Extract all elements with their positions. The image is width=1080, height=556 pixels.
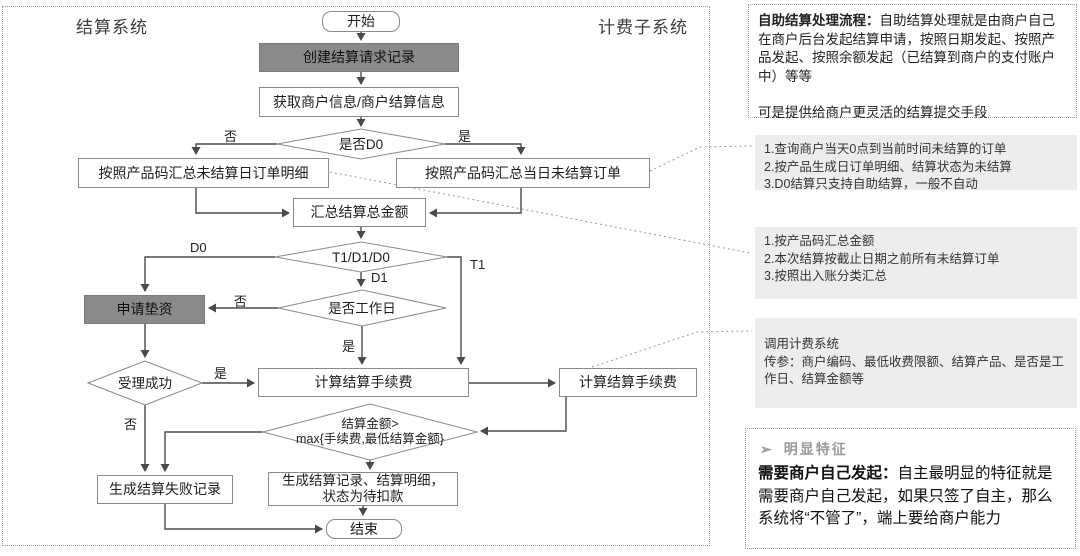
arrow-bullet-icon: ➢ <box>760 440 774 457</box>
edge-branch-d0 <box>140 256 275 292</box>
billing-note-line2: 传参：商户编码、最低收费限额、结算产品、是否是工作日、结算金额等 <box>764 354 1065 387</box>
annotation-obvious-feature: ➢ 明显特征 需要商户自己发起：自主最明显的特征就是需要商户自己发起，如果只签了… <box>745 428 1076 549</box>
node-create-settlement-request: 创建结算请求记录 <box>259 43 459 72</box>
edge-branch-t1 <box>447 256 466 365</box>
annotation-self-service-body: 自助结算处理就是由商户自己在商户后台发起结算申请，按照日期发起、按照产品发起、按… <box>758 13 1055 84</box>
edge-amount-no <box>160 431 263 472</box>
edge-isd0-no <box>191 143 277 155</box>
edge-isd0-yes <box>445 143 526 155</box>
feature-lead: 需要商户自己发起： <box>758 465 898 482</box>
edge-label-accept-yes: 是 <box>214 366 228 381</box>
annotation-d0-note: 1.查询商户当天0点到当前时间未结算的订单 2.按产品生成日订单明细、结算状态为… <box>755 135 1077 191</box>
edge-fail-end <box>164 504 323 534</box>
edge-label-workday-no: 否 <box>234 294 248 309</box>
annotation-self-service-process: 自助结算处理流程：自助结算处理就是由商户自己在商户后台发起结算申请，按照日期发起… <box>748 4 1077 120</box>
lane-label-settlement-system: 结算系统 <box>76 18 148 37</box>
feature-heading: 明显特征 <box>783 441 848 457</box>
node-calc-settlement-fee-billing-lane: 计算结算手续费 <box>559 368 697 397</box>
edge-label-accept-no: 否 <box>124 417 138 432</box>
feature-body-text: 自主最明显的特征就是需要商户自己发起，如果只签了自主，那么系统将“不管了”，端上… <box>758 465 1053 527</box>
d0-note-line1: 1.查询商户当天0点到当前时间未结算的订单 <box>764 142 1007 156</box>
lane-label-billing-subsystem: 计费子系统 <box>598 18 688 37</box>
decision-amount-check-label: 结算金额> max{手续费,最低结算金额} <box>263 417 477 447</box>
d0-note-line3: 3.D0结算只支持自助结算，一般不自动 <box>764 177 978 191</box>
amount-check-line2: max{手续费,最低结算金额} <box>296 432 444 446</box>
settlement-record-line2: 状态为待扣款 <box>322 489 404 504</box>
decision-is-workday-label: 是否工作日 <box>328 300 396 316</box>
leader-billing-note <box>591 330 753 368</box>
node-get-merchant-info: 获取商户信息/商户结算信息 <box>259 87 459 117</box>
leader-d0-note <box>649 145 754 172</box>
edge-label-workday-yes: 是 <box>342 339 356 354</box>
settlement-record-line1: 生成结算记录、结算明细， <box>282 473 444 488</box>
amount-check-line1: 结算金额> <box>341 417 399 431</box>
node-sum-unsettled-day-order-detail: 按照产品码汇总未结算日订单明细 <box>78 158 329 188</box>
node-calc-settlement-fee-settlement-lane: 计算结算手续费 <box>258 368 469 397</box>
diamond-accept-success <box>86 360 204 406</box>
node-generate-settlement-record: 生成结算记录、结算明细， 状态为待扣款 <box>268 472 458 506</box>
edge-label-branch-t1: T1 <box>470 257 486 272</box>
edge-leftbox-sum <box>195 188 290 218</box>
decision-is-d0-label: 是否D0 <box>338 136 384 152</box>
node-end: 结束 <box>326 519 402 539</box>
sum-note-line2: 2.本次结算按截止日期之前所有未结算订单 <box>764 251 1000 266</box>
diamond-is-workday <box>277 289 447 327</box>
edge-label-d0-no: 否 <box>224 129 238 144</box>
billing-note-line1: 调用计费系统 <box>764 337 840 351</box>
node-apply-advance-funds: 申请垫资 <box>84 295 205 324</box>
edge-rightbox-sum <box>429 188 522 218</box>
spacer <box>758 86 1067 104</box>
flowchart-region-border <box>2 6 710 546</box>
annotation-sum-note: 1.按产品码汇总金额 2.本次结算按截止日期之前所有未结算订单 3.按照出入账分… <box>755 227 1077 299</box>
node-sum-today-unsettled-orders: 按照产品码汇总当日未结算订单 <box>396 158 650 188</box>
node-sum-total-amount: 汇总结算总金额 <box>293 198 426 227</box>
edge-label-branch-d0: D0 <box>190 240 207 255</box>
node-start: 开始 <box>322 11 400 32</box>
diamond-amount-check <box>261 403 479 461</box>
decision-t1-d1-d0-label: T1/D1/D0 <box>332 249 390 265</box>
d0-note-line2: 2.按产品生成日订单明细、结算状态为未结算 <box>764 159 1012 174</box>
decision-accept-success-label: 受理成功 <box>118 375 172 391</box>
edge-label-d0-yes: 是 <box>458 129 472 144</box>
annotation-self-service-footer: 可是提供给商户更灵活的结算提交手段 <box>758 105 988 120</box>
annotation-billing-call-note: 调用计费系统 传参：商户编码、最低收费限额、结算产品、是否是工作日、结算金额等 <box>755 318 1077 408</box>
edge-calcright-amount <box>480 397 567 436</box>
sum-note-line3: 3.按照出入账分类汇总 <box>764 269 887 283</box>
node-generate-fail-record: 生成结算失败记录 <box>97 475 233 504</box>
sum-note-line1: 1.按产品码汇总金额 <box>764 234 875 248</box>
annotation-self-service-title: 自助结算处理流程： <box>758 13 880 28</box>
diamond-t1-d1-d0 <box>274 241 448 273</box>
edge-label-branch-d1: D1 <box>371 270 388 285</box>
diamond-is-d0 <box>276 128 446 160</box>
